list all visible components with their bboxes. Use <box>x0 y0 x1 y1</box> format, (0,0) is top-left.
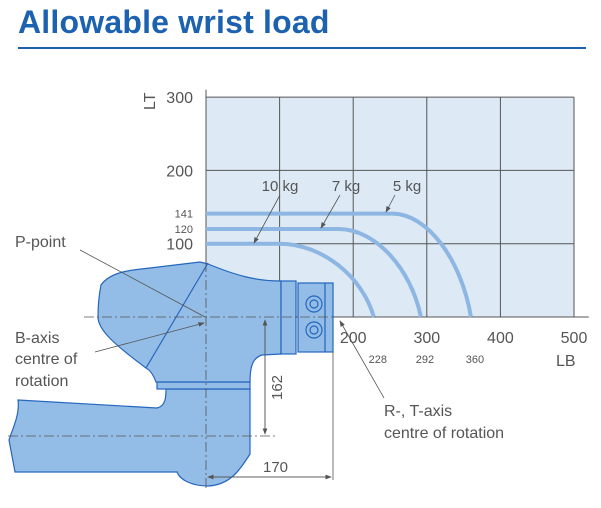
bolt-icon <box>309 325 319 335</box>
load-curve-5kg <box>206 211 473 318</box>
b-axis-label-3: rotation <box>15 373 68 390</box>
series-label: 7 kg <box>332 178 360 195</box>
rt-axis-label-1: R-, T-axis <box>384 403 452 420</box>
5kg-leader <box>385 194 396 213</box>
series-label: 10 kg <box>262 178 299 195</box>
wrist-head <box>97 261 282 383</box>
y-tick-label: 200 <box>166 163 193 180</box>
y-tick-label: 100 <box>166 237 193 254</box>
b-axis-label-2: centre of <box>15 351 78 368</box>
b-axis-leader <box>94 322 205 353</box>
rt-axis-leader <box>339 320 385 399</box>
y-tick-label: 300 <box>166 90 193 107</box>
wrist-collar <box>280 280 297 355</box>
series-label: 5 kg <box>393 178 421 195</box>
b-axis-label-1: B-axis <box>15 330 59 347</box>
x-tick-label: 200 <box>340 330 367 347</box>
lt-max-label: 141 <box>175 209 193 221</box>
rt-axis-label-2: centre of rotation <box>384 425 504 442</box>
robot-arm <box>8 261 334 487</box>
bolt-icon <box>309 299 319 309</box>
lb-max-label: 360 <box>466 354 484 366</box>
tick-labels: 200 300 400 500 100 200 300 <box>166 90 587 347</box>
x-axis-label: LB <box>556 353 576 370</box>
x-tick-label: 300 <box>413 330 440 347</box>
p-point-label: P-point <box>15 234 66 251</box>
head-edge <box>145 262 209 369</box>
series-labels: 10 kg 228 7 kg 120 292 5 kg 141 360 <box>175 178 484 366</box>
page-title: Allowable wrist load <box>18 4 330 40</box>
leader-lines <box>79 194 396 480</box>
7kg-leader <box>320 194 341 229</box>
lb-max-label: 228 <box>369 354 387 366</box>
dim-170: 170 <box>263 459 288 476</box>
load-curve-7kg <box>206 227 423 318</box>
lower-arm <box>8 388 251 487</box>
load-curves <box>206 211 473 318</box>
load-curve-10kg <box>206 241 376 318</box>
dim-162: 162 <box>269 375 286 400</box>
lb-max-label: 292 <box>416 354 434 366</box>
title-underline <box>18 47 586 49</box>
tool-flange <box>297 282 334 353</box>
y-axis-label: LT <box>142 92 159 110</box>
centre-lines <box>8 262 340 488</box>
x-tick-label: 500 <box>561 330 588 347</box>
p-point-leader <box>79 249 206 318</box>
x-tick-label: 400 <box>487 330 514 347</box>
lt-max-label: 120 <box>175 224 193 236</box>
10kg-leader <box>253 194 281 244</box>
arm-flange <box>156 381 251 390</box>
